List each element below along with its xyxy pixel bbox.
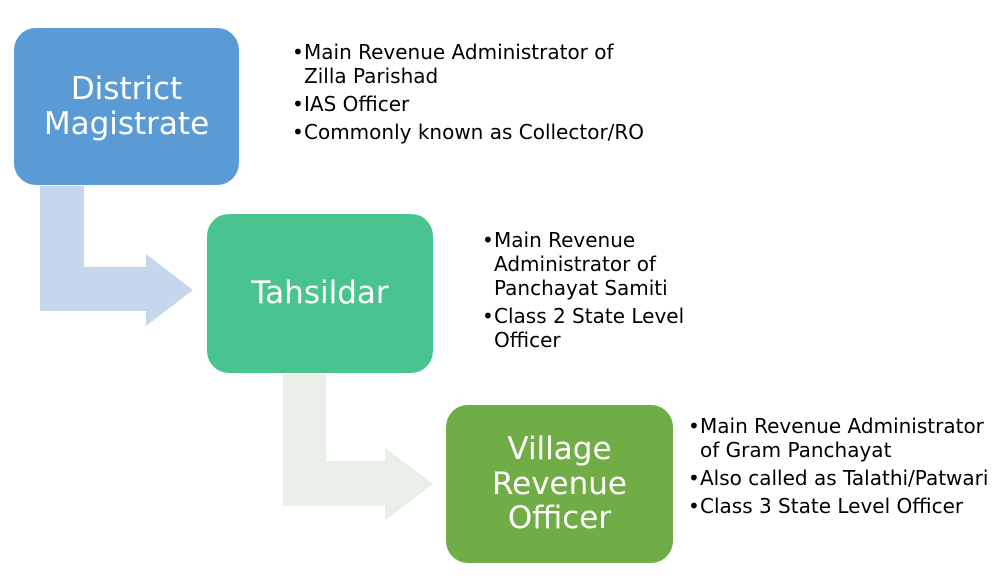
detail-bullet: Also called as Talathi/Patwari bbox=[688, 466, 1006, 490]
tahsildar-details: Main Revenue Administrator of Panchayat … bbox=[482, 228, 712, 356]
detail-bullet: Main Revenue Administrator of Zilla Pari… bbox=[292, 40, 652, 88]
village-revenue-officer-details: Main Revenue Administrator of Gram Panch… bbox=[688, 414, 1006, 522]
district-magistrate-details: Main Revenue Administrator of Zilla Pari… bbox=[292, 40, 652, 148]
detail-bullet: Main Revenue Administrator of Gram Panch… bbox=[688, 414, 1006, 462]
tahsildar-title: Tahsildar bbox=[251, 275, 389, 312]
tahsildar-box: Tahsildar bbox=[207, 214, 433, 373]
village-revenue-officer-title: Village Revenue Officer bbox=[491, 430, 627, 537]
district-magistrate-title: District Magistrate bbox=[43, 70, 210, 142]
detail-bullet: IAS Officer bbox=[292, 92, 652, 116]
detail-bullet: Class 2 State Level Officer bbox=[482, 304, 712, 352]
arrow-tahsildar-to-village bbox=[283, 374, 433, 520]
detail-bullet: Class 3 State Level Officer bbox=[688, 494, 1006, 518]
district-magistrate-box: District Magistrate bbox=[14, 28, 239, 185]
detail-bullet: Main Revenue Administrator of Panchayat … bbox=[482, 228, 712, 300]
village-revenue-officer-box: Village Revenue Officer bbox=[446, 405, 673, 563]
arrow-district-to-tahsildar bbox=[40, 186, 193, 326]
detail-bullet: Commonly known as Collector/RO bbox=[292, 120, 652, 144]
